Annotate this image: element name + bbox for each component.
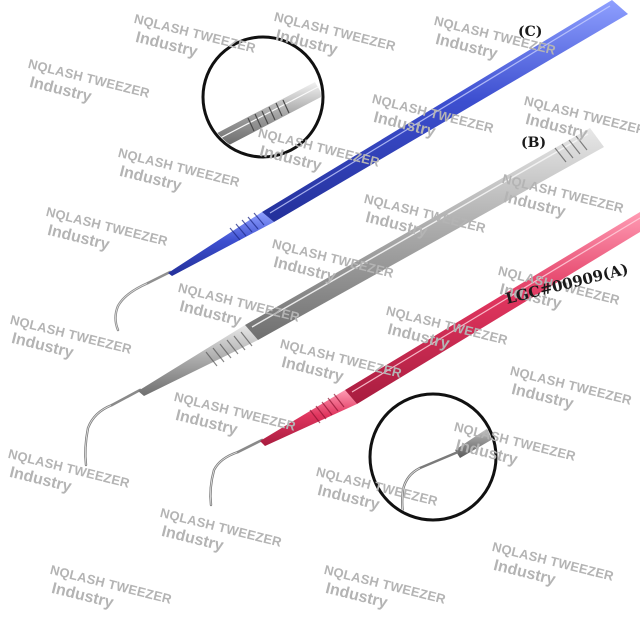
tool-b-silver: [84, 128, 604, 467]
tool-c-blue: [114, 0, 628, 332]
zoom-inset-top: [201, 35, 325, 159]
tool-a-pink: [209, 212, 640, 507]
label-tool-b: (B): [521, 135, 547, 151]
zoom-inset-bottom: [368, 392, 498, 522]
label-tool-c: (C): [518, 24, 543, 40]
